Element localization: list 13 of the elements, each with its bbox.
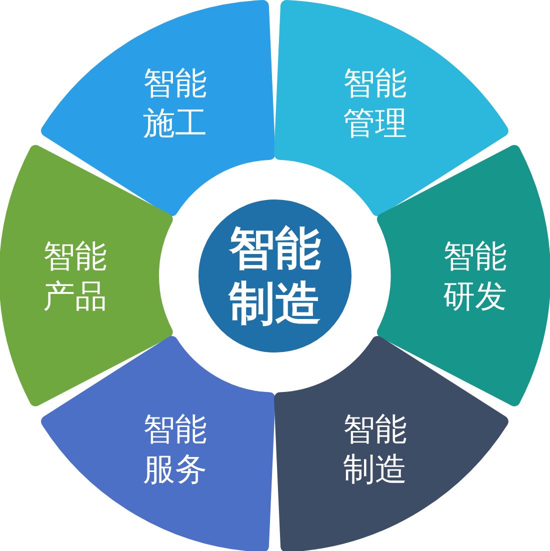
ring-segment: [273, 0, 510, 218]
segment-label: 智能产品: [43, 236, 107, 316]
segment-label: 智能施工: [142, 62, 207, 143]
segment-label: 智能管理: [342, 62, 407, 143]
segment-label: 智能服务: [142, 409, 207, 490]
ring-segment: [376, 144, 550, 408]
ring-segment: [40, 334, 277, 551]
ring-segment: [273, 334, 510, 551]
center-label: 智能制造: [229, 220, 321, 332]
ring-segment: [0, 144, 174, 408]
segment-label: 智能研发: [442, 236, 507, 316]
ring-segment: [40, 0, 277, 218]
segment-label: 智能制造: [342, 409, 407, 490]
